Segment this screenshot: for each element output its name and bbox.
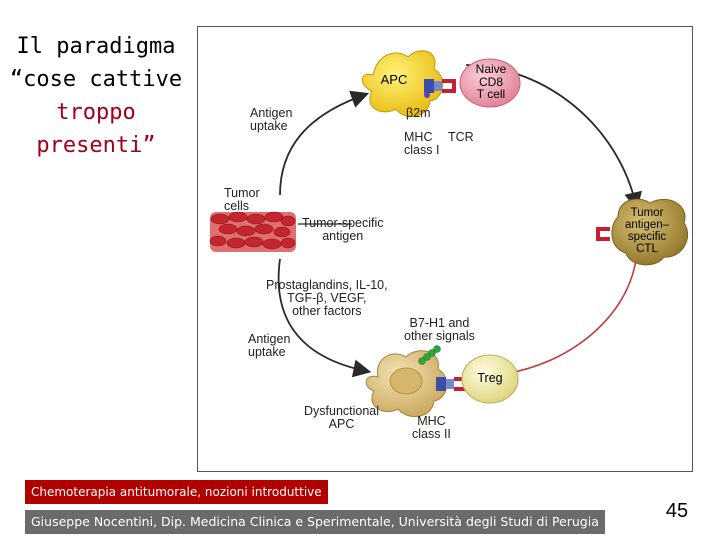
mhc-i-line-2: class I	[404, 143, 440, 157]
treg-label: Treg	[477, 371, 503, 385]
immunosuppressive-factors-label: Prostaglandins, IL-10, TGF-β, VEGF, othe…	[266, 279, 388, 318]
tumor-specific-ctl	[596, 198, 689, 266]
ctl-line-2: antigen–	[624, 219, 670, 231]
uptake-top-line-1: Antigen	[250, 106, 293, 120]
tsa-line-2: antigen	[322, 229, 364, 243]
dys-line-2: APC	[328, 417, 355, 431]
author-footer: Giuseppe Nocentini, Dip. Medicina Clinic…	[25, 510, 605, 534]
uptake-top-line-2: uptake	[250, 119, 288, 133]
title-line-2: “cose cattive	[9, 67, 183, 92]
ctl-label: Tumor antigen– specific CTL	[616, 207, 678, 255]
mhc-tcr-complex-top	[424, 79, 456, 98]
b7h1-signals-label: B7-H1 and other signals	[404, 317, 475, 343]
ctl-line-1: Tumor	[630, 207, 664, 219]
mhc-ii-line-2: class II	[412, 427, 451, 441]
course-footer: Chemoterapia antitumorale, nozioni intro…	[25, 480, 328, 504]
ctl-line-3: specific	[627, 231, 667, 243]
slide-title: Il paradigma “cose cattive troppo presen…	[4, 30, 188, 162]
naive-label-2: CD8	[478, 74, 503, 89]
title-line-4: presenti”	[36, 133, 156, 158]
naive-label-1: Naive	[475, 62, 507, 76]
mhc-class-ii-label: MHC class II	[412, 415, 451, 441]
naive-cd8-label: Naive CD8 T cell	[464, 63, 518, 101]
factors-line-2: TGF-β, VEGF,	[287, 291, 367, 305]
title-line-1: Il paradigma	[16, 34, 176, 59]
tumor-cells-label: Tumor cells	[224, 187, 260, 213]
naive-label-3: T cell	[476, 87, 506, 101]
figure-drawing	[209, 50, 689, 417]
arrow-uptake-top	[279, 90, 370, 196]
uptake-bottom-line-2: uptake	[248, 345, 286, 359]
arrow-uptake-bottom	[277, 258, 372, 378]
tumor-cells-cluster	[209, 211, 296, 252]
page-number: 45	[665, 500, 689, 522]
treg-cell	[461, 354, 519, 404]
apc-cell	[361, 50, 444, 117]
immune-cycle-figure: APC Naive CD8 T cell β2m MHC class I TCR…	[197, 26, 693, 472]
uptake-bottom-line-1: Antigen	[248, 332, 291, 346]
b2m-label: β2m	[406, 106, 431, 120]
tumor-specific-antigen-label: Tumor-specific antigen	[302, 217, 384, 243]
b7h1-signals	[418, 345, 441, 365]
factors-line-1: Prostaglandins, IL-10,	[266, 278, 388, 292]
arrow-inhibition	[495, 258, 637, 376]
antigen-uptake-bottom-label: Antigen uptake	[248, 333, 290, 359]
dysfunctional-apc-label: Dysfunctional APC	[304, 405, 379, 431]
ctl-line-4: CTL	[636, 243, 658, 255]
apc-label: APC	[380, 72, 408, 87]
mhc-i-line-1: MHC	[404, 130, 433, 144]
tsa-line-1: Tumor-specific	[302, 216, 384, 230]
factors-line-3: other factors	[292, 304, 362, 318]
b7h1-line-2: other signals	[404, 329, 475, 343]
tcr-top-label: TCR	[448, 130, 474, 144]
title-line-3: troppo	[56, 100, 136, 125]
mhc-class-i-label: MHC class I	[404, 131, 439, 157]
tumor-cells-line-2: cells	[224, 199, 250, 213]
dysfunctional-apc-cell	[365, 350, 448, 417]
antigen-uptake-top-label: Antigen uptake	[250, 107, 292, 133]
mhc-ii-line-1: MHC	[417, 414, 446, 428]
tumor-cells-line-1: Tumor	[224, 186, 260, 200]
naive-cd8-t-cell	[459, 58, 521, 108]
b7h1-line-1: B7-H1 and	[409, 316, 470, 330]
dys-line-1: Dysfunctional	[304, 404, 380, 418]
